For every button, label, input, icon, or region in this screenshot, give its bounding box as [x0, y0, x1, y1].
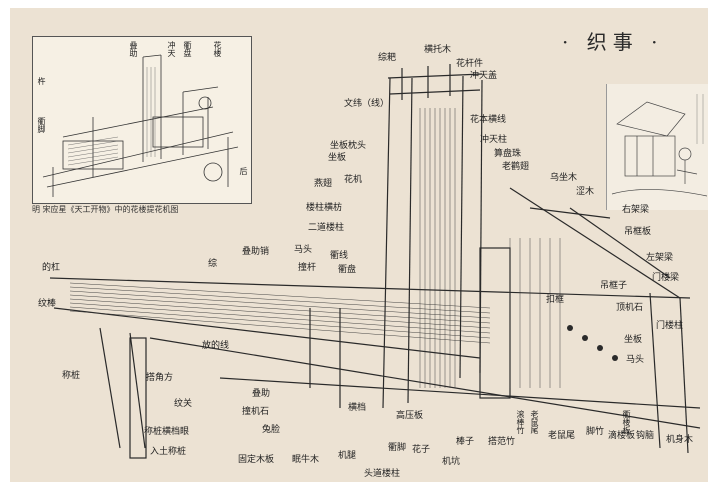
part-label: 右架梁 [622, 205, 650, 215]
part-label: 花本横线 [470, 115, 507, 125]
part-label: 搭角方 [146, 373, 174, 383]
part-label: 冲天柱 [480, 135, 508, 145]
part-label: 吊框板 [624, 227, 652, 237]
part-label: 的杠 [42, 263, 61, 273]
part-label: 算盘珠 [494, 149, 522, 159]
painting-drawing [611, 94, 708, 197]
part-label: 乌坐木 [550, 173, 578, 183]
inset-caption: 明 宋应星《天工开物》中的花楼提花机图 [32, 205, 179, 214]
part-label: 花杆件 [456, 59, 484, 69]
part-label: 衢盘 [338, 265, 357, 275]
inset-label: 衢脚 [37, 117, 46, 133]
inset-label: 花楼 [213, 41, 222, 57]
part-label: 横档 [348, 403, 367, 413]
part-label: 机身木 [666, 435, 694, 445]
part-label: 左架梁 [646, 253, 674, 263]
part-label: 撞机石 [242, 407, 270, 417]
part-label: 衢线 [330, 251, 349, 261]
page-title: · 织事 · [562, 30, 664, 54]
inset-label: 后 [239, 167, 248, 175]
part-label: 坐板 [624, 335, 643, 345]
part-label: 纹棒 [38, 299, 57, 309]
part-label: 固定木板 [238, 455, 275, 465]
part-label: 马头 [626, 355, 645, 365]
inset-loom-drawing [42, 54, 239, 197]
loom-diagram [49, 64, 701, 459]
part-label: 综耙 [378, 53, 397, 63]
part-label: 坐板枕头 [330, 141, 367, 151]
part-label: 门楼柱 [656, 321, 684, 331]
part-label: 楼柱横枋 [306, 203, 343, 213]
part-label: 老鼠尾 [548, 431, 576, 441]
part-label: 马头 [294, 245, 313, 255]
inset-engraving: 杵 衢脚 叠助 冲天 衢盘 花楼 后 [32, 36, 252, 204]
part-label: 称桩 [62, 371, 81, 381]
part-label: 眠牛木 [292, 455, 320, 465]
inset-label: 叠助 [129, 41, 138, 57]
part-label: 燕翅 [314, 179, 333, 189]
part-label: 棒子 [456, 437, 475, 447]
part-label: 综 [208, 259, 218, 269]
part-label: 放的线 [202, 341, 230, 351]
part-label: 入土称桩 [150, 447, 187, 457]
part-label: 头道楼柱 [364, 469, 401, 479]
part-label: 纹关 [174, 399, 193, 409]
inset-label: 冲天 [167, 41, 176, 57]
part-label-vertical: 衢楼板 [622, 410, 631, 434]
part-label: 门楼梁 [652, 273, 680, 283]
part-label: 脚竹 [586, 427, 605, 437]
inset-label: 衢盘 [183, 41, 192, 57]
part-label: 文纬（线） [344, 99, 390, 109]
inset-label: 杵 [37, 77, 46, 85]
part-label: 叠助销 [242, 247, 270, 257]
part-label: 机腿 [338, 451, 357, 461]
part-label: 衢脚 [388, 443, 407, 453]
partial-painting [606, 84, 708, 210]
part-label: 二道楼柱 [308, 223, 345, 233]
part-label: 钩脑 [636, 431, 655, 441]
part-label: 高压板 [396, 411, 424, 421]
exhibit-panel: 杵 衢脚 叠助 冲天 衢盘 花楼 后 明 宋应星《天工开物》中的花楼提花机图 ·… [10, 8, 708, 482]
part-label: 机坑 [442, 457, 461, 467]
part-label: 滴楼板 [608, 431, 636, 441]
part-label: 花子 [412, 445, 431, 455]
part-label: 老鹳翅 [502, 162, 530, 172]
part-label: 花机 [344, 175, 363, 185]
part-label: 涩木 [576, 187, 595, 197]
part-label: 撞杆 [298, 263, 317, 273]
part-label: 吊框子 [600, 281, 628, 291]
part-label: 称桩横档眼 [144, 427, 190, 437]
part-label: 兔脸 [262, 425, 281, 435]
part-label: 坐板 [328, 153, 347, 163]
part-label: 叠助 [252, 389, 271, 399]
part-label-vertical: 滚棒竹 [516, 410, 525, 434]
part-label: 扣框 [546, 295, 565, 305]
part-label: 搭范竹 [488, 437, 516, 447]
part-label: 横托木 [424, 45, 452, 55]
part-label: 顶机石 [616, 303, 644, 313]
part-label: 冲天盖 [470, 71, 498, 81]
part-label-vertical: 老鼠尾 [530, 410, 539, 434]
